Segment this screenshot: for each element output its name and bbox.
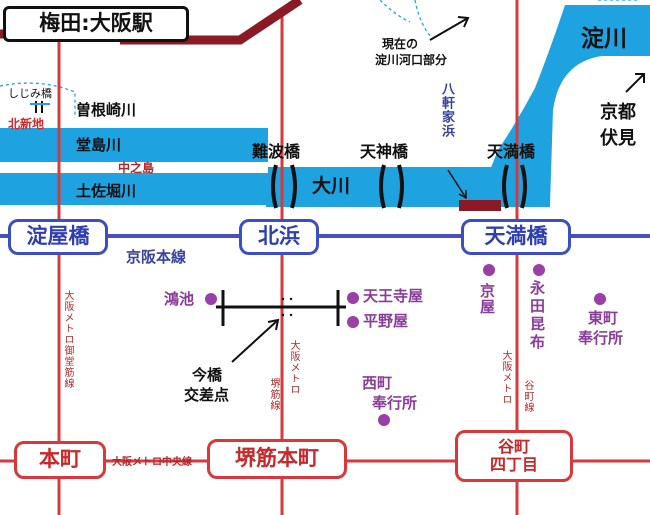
- label-nakanoshima: 中之島: [118, 161, 155, 175]
- naniwa-bridge: [271, 164, 278, 209]
- tenma-bridge: [520, 164, 527, 209]
- label-tennojiya: 天王寺屋: [363, 287, 424, 305]
- label-imabashi-2: 交差点: [184, 386, 230, 404]
- label-higashi-2: 奉行所: [578, 329, 624, 347]
- dot-nagata-konbu: [533, 264, 545, 276]
- label-yodogawa: 淀川: [581, 26, 627, 52]
- old-river-line: [414, 0, 433, 39]
- label-fushimi: 伏見: [600, 128, 636, 149]
- imabashi-dot: [281, 313, 285, 317]
- label-shijimi-bridge: しじみ橋: [8, 87, 52, 100]
- label-hakkenya: 八軒家浜: [439, 82, 454, 138]
- label-kyoto: 京都: [600, 102, 636, 123]
- label-nagata-konbu: 永田昆布: [528, 280, 546, 352]
- label-midosuji-line: 大阪メトロ御堂筋線: [62, 290, 73, 389]
- old-river-line: [0, 82, 76, 118]
- label-tanimachi-2: 谷町線: [522, 380, 533, 413]
- dot-hiranoya: [347, 316, 359, 328]
- label-dojima: 堂島川: [76, 136, 122, 154]
- dot-koike: [205, 293, 217, 305]
- arrow-imabashi: [231, 318, 280, 363]
- label-nishi-1: 西町: [362, 374, 393, 392]
- page-title: 梅田:大阪駅: [3, 6, 189, 42]
- label-kitashinchi: 北新地: [8, 117, 45, 131]
- river-tosabori: [0, 173, 268, 205]
- label-keihan-line: 京阪本線: [126, 248, 187, 266]
- note-line-2: 淀川河口部分: [375, 53, 448, 67]
- old-river-line: [379, 0, 411, 23]
- station-hommachi[interactable]: 本町: [14, 441, 106, 479]
- label-sakaisuji-2: 堺筋線: [268, 378, 279, 411]
- imabashi-dot: [289, 313, 293, 317]
- label-tosabori: 土佐堀川: [76, 182, 137, 200]
- arrow-river-mouth: [429, 16, 470, 41]
- station-kitahama[interactable]: 北浜: [239, 219, 319, 255]
- label-sakaisuji-1: 大阪メトロ: [288, 340, 299, 395]
- label-sonezaki: 曽根崎川: [76, 101, 137, 119]
- river-yodogawa: [438, 5, 650, 205]
- arrow-hakkenya: [447, 169, 467, 200]
- label-okawa: 大川: [312, 175, 351, 197]
- imabashi-dot: [289, 297, 293, 301]
- tenma-bridge: [502, 164, 509, 209]
- label-tenma-bridge: 天満橋: [487, 142, 536, 161]
- river-dojima: [0, 128, 268, 162]
- label-tanimachi-1: 大阪メトロ: [500, 350, 511, 405]
- station-temmabashi[interactable]: 天満橋: [461, 219, 571, 255]
- hakkenya-pier: [459, 200, 501, 211]
- dot-tennojiya: [347, 292, 359, 304]
- label-chuo-line: 大阪メトロ中央線: [112, 457, 192, 468]
- station-sakaisuji-hommachi[interactable]: 堺筋本町: [207, 439, 347, 479]
- island-nakanoshima: [0, 162, 268, 173]
- dot-nishi-bugyosho: [378, 414, 390, 426]
- dot-kyoya: [483, 264, 495, 276]
- naniwa-bridge: [290, 164, 297, 209]
- label-higashi-1: 東町: [588, 309, 619, 327]
- label-tenjin-bridge: 天神橋: [360, 142, 409, 161]
- label-kyoya: 京屋: [478, 283, 496, 315]
- label-naniwa-bridge: 難波橋: [252, 142, 301, 161]
- station-yodoyabashi[interactable]: 淀屋橋: [8, 219, 108, 255]
- note-line-1: 現在の: [382, 37, 419, 51]
- tenjin-bridge: [397, 164, 404, 209]
- imabashi-dot: [281, 297, 285, 301]
- label-imabashi-1: 今橋: [192, 366, 223, 384]
- tenjin-bridge: [379, 164, 386, 209]
- label-nishi-2: 奉行所: [372, 394, 418, 412]
- station-tanimachi-yonchome[interactable]: 谷町 四丁目: [455, 430, 573, 482]
- label-hiranoya: 平野屋: [363, 312, 409, 330]
- arrow-kyoto: [625, 73, 645, 93]
- dot-higashi-bugyosho: [594, 293, 606, 305]
- label-koike: 鴻池: [164, 290, 195, 308]
- station-tanimachi-line1: 谷町: [497, 437, 530, 457]
- station-tanimachi-line2: 四丁目: [489, 455, 538, 474]
